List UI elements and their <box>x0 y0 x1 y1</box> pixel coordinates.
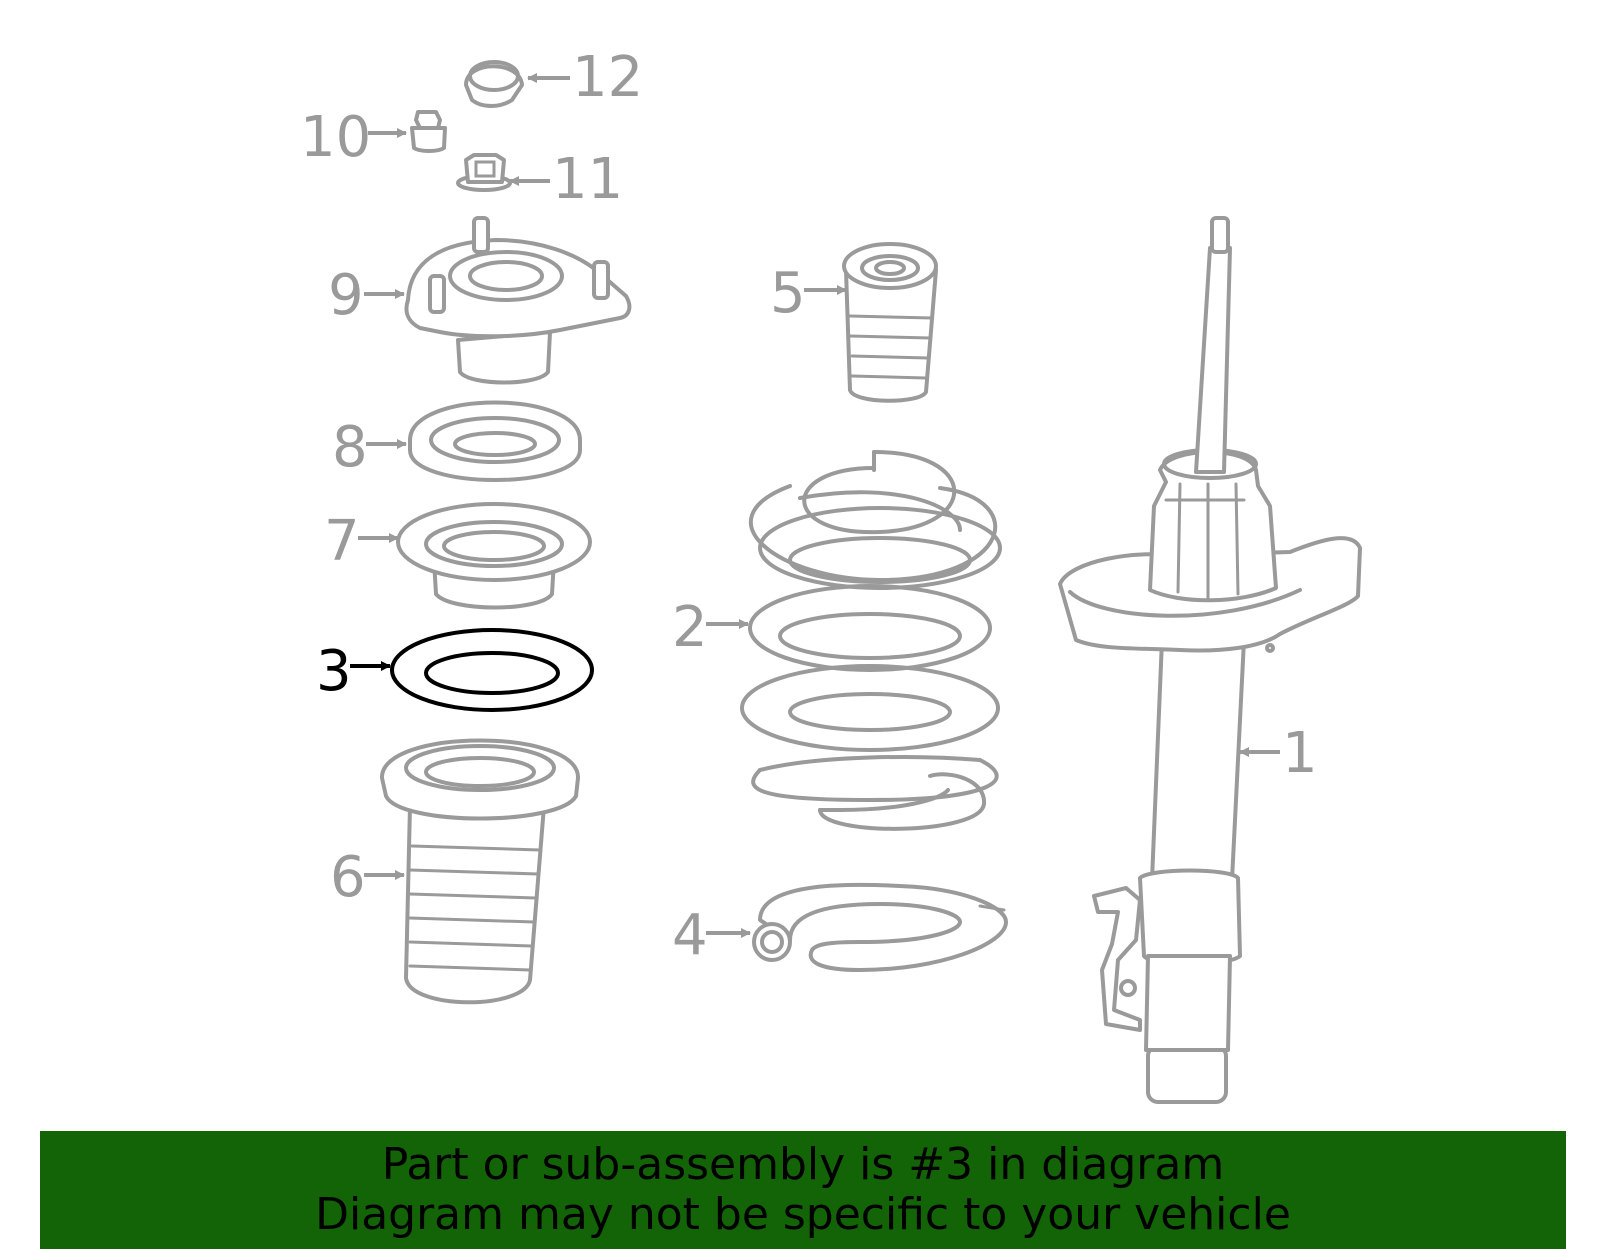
callout-7[interactable]: 7 <box>324 509 399 574</box>
callout-2-label: 2 <box>672 595 708 660</box>
part-8-spring-seat <box>408 400 582 482</box>
callout-7-label: 7 <box>324 509 360 574</box>
part-11-nut <box>456 153 512 192</box>
callout-4[interactable]: 4 <box>672 903 751 968</box>
callout-3-label: 3 <box>316 639 352 704</box>
callout-8-label: 8 <box>332 415 368 480</box>
part-7-insulator <box>396 502 592 610</box>
callout-2[interactable]: 2 <box>672 595 749 660</box>
callout-3-highlighted[interactable]: 3 <box>316 639 391 704</box>
part-10-bolt <box>410 110 447 153</box>
callout-5[interactable]: 5 <box>770 261 847 326</box>
part-1-strut-assembly <box>1058 216 1362 1104</box>
part-3-ring-highlighted[interactable] <box>390 628 594 712</box>
callout-12-label: 12 <box>572 45 643 110</box>
callout-1-label: 1 <box>1282 721 1318 786</box>
part-9-strut-mount <box>404 216 632 385</box>
callout-6[interactable]: 6 <box>330 845 405 910</box>
callout-6-label: 6 <box>330 845 366 910</box>
callout-9[interactable]: 9 <box>328 263 405 328</box>
banner-disclaimer-line: Diagram may not be specific to your vehi… <box>315 1189 1291 1240</box>
part-6-dust-boot <box>379 738 581 1005</box>
banner-part-line: Part or sub-assembly is #3 in diagram <box>381 1139 1225 1190</box>
part-2-coil-spring <box>740 450 1002 831</box>
callout-4-label: 4 <box>672 903 708 968</box>
callout-12[interactable]: 12 <box>527 45 643 110</box>
callout-5-label: 5 <box>770 261 806 326</box>
callout-11-label: 11 <box>552 147 623 212</box>
callout-9-label: 9 <box>328 263 364 328</box>
callout-1[interactable]: 1 <box>1239 721 1318 786</box>
part-4-lower-insulator <box>752 882 1008 972</box>
part-info-banner: Part or sub-assembly is #3 in diagram Di… <box>40 1131 1566 1249</box>
part-12-cap <box>464 60 524 108</box>
callout-10-label: 10 <box>300 105 371 170</box>
part-5-bump-stop <box>842 242 938 403</box>
callout-10[interactable]: 10 <box>300 105 407 170</box>
callout-8[interactable]: 8 <box>332 415 407 480</box>
callout-11[interactable]: 11 <box>509 147 623 212</box>
